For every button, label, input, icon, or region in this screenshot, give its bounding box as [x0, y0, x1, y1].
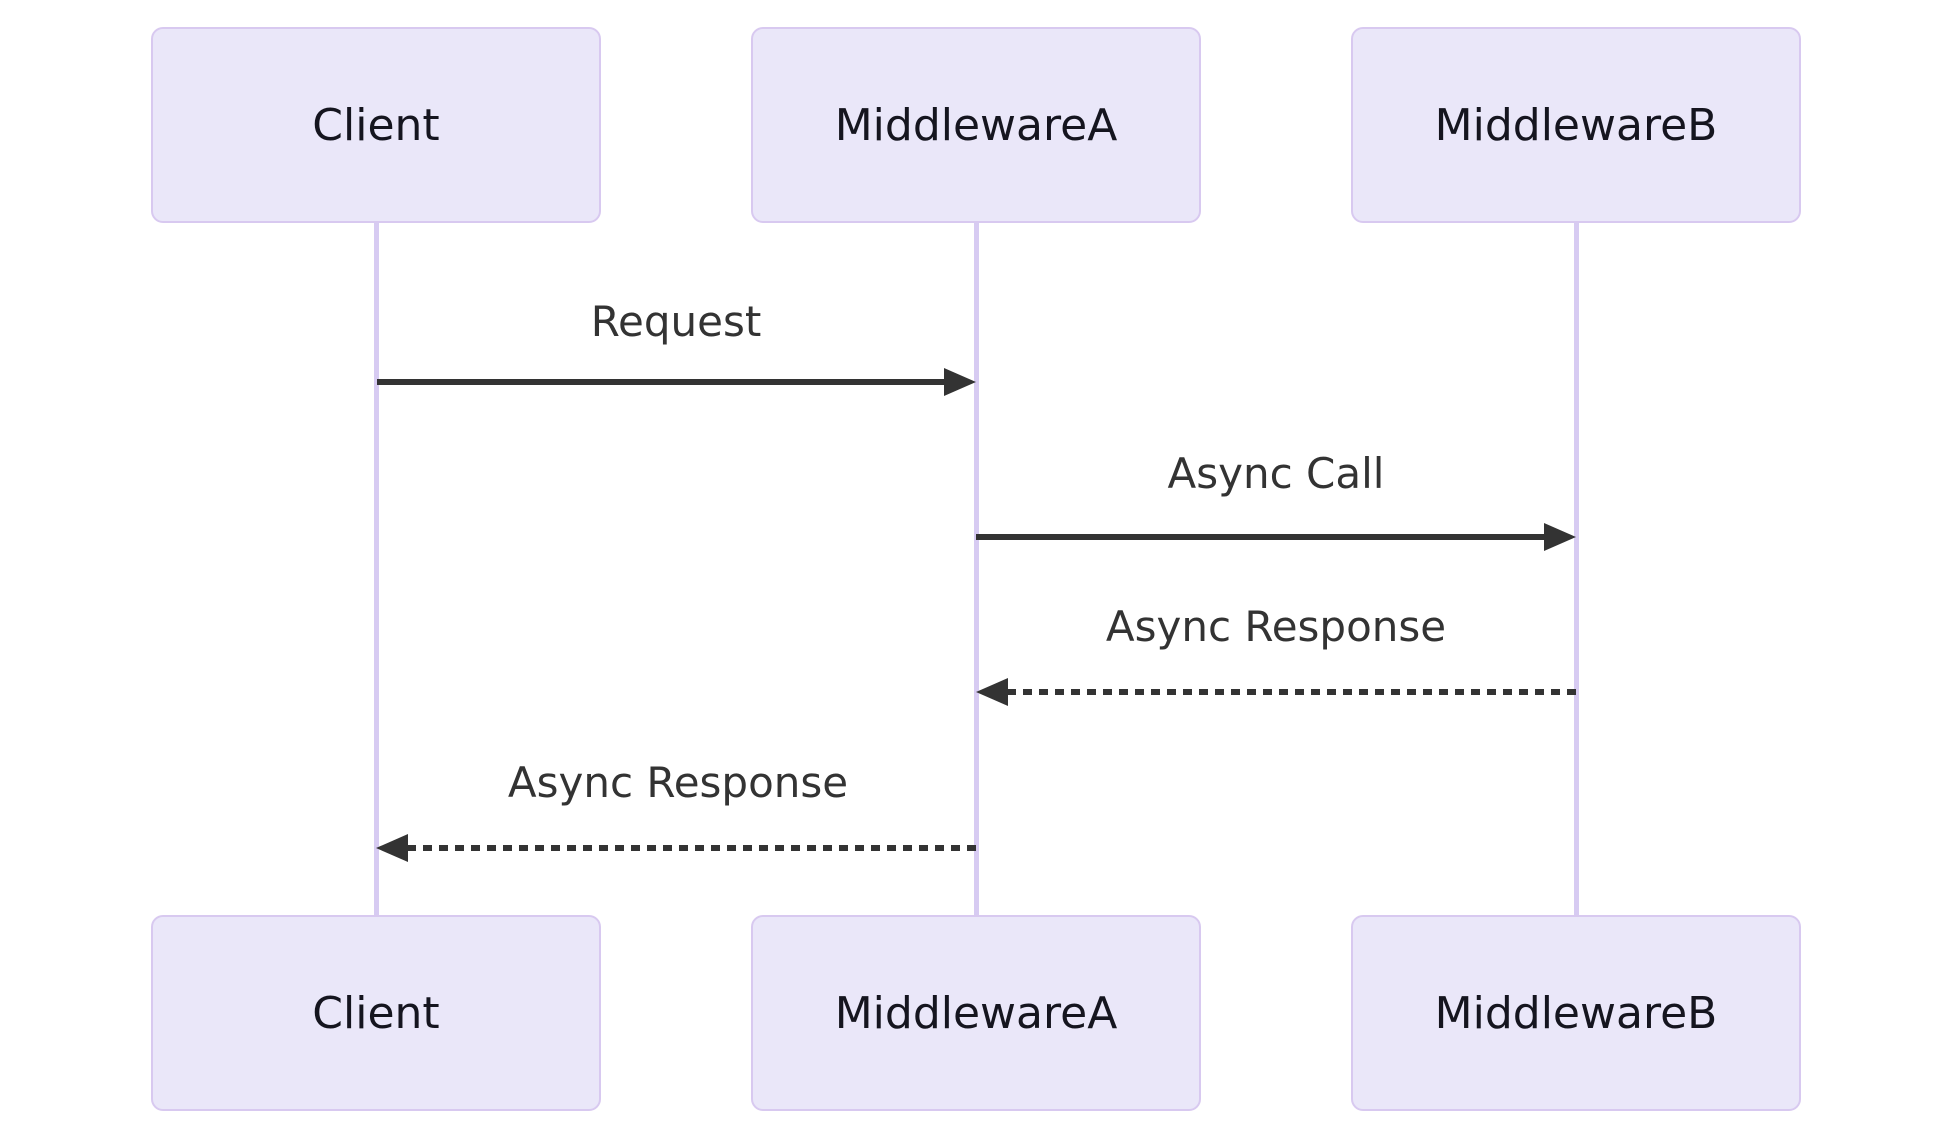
lifeline-middlewareb	[1573, 223, 1579, 915]
actor-label-client-bottom: Client	[312, 987, 440, 1039]
actor-label-middlewarea-bottom: MiddlewareA	[834, 987, 1118, 1039]
actor-label-middlewareb-top: MiddlewareB	[1434, 99, 1718, 151]
message-label-request: Request	[591, 297, 762, 346]
message-label-async-response-b-to-a: Async Response	[1106, 602, 1446, 651]
actor-box-middlewarea-top: MiddlewareA	[751, 27, 1201, 223]
arrowhead-async-response-b-to-a	[976, 678, 1008, 706]
actor-box-client-bottom: Client	[151, 915, 601, 1111]
actor-box-middlewarea-bottom: MiddlewareA	[751, 915, 1201, 1111]
arrowhead-async-call	[1544, 523, 1576, 551]
actor-label-middlewareb-bottom: MiddlewareB	[1434, 987, 1718, 1039]
lifeline-client	[373, 223, 379, 915]
actor-label-client-top: Client	[312, 99, 440, 151]
actor-box-middlewareb-top: MiddlewareB	[1351, 27, 1801, 223]
actor-box-client-top: Client	[151, 27, 601, 223]
message-label-async-call: Async Call	[1168, 449, 1385, 498]
actor-box-middlewareb-bottom: MiddlewareB	[1351, 915, 1801, 1111]
lifeline-middlewarea	[973, 223, 979, 915]
arrowhead-async-response-a-to-client	[376, 834, 408, 862]
actor-label-middlewarea-top: MiddlewareA	[834, 99, 1118, 151]
message-label-async-response-a-to-client: Async Response	[508, 758, 848, 807]
arrowhead-request	[944, 368, 976, 396]
